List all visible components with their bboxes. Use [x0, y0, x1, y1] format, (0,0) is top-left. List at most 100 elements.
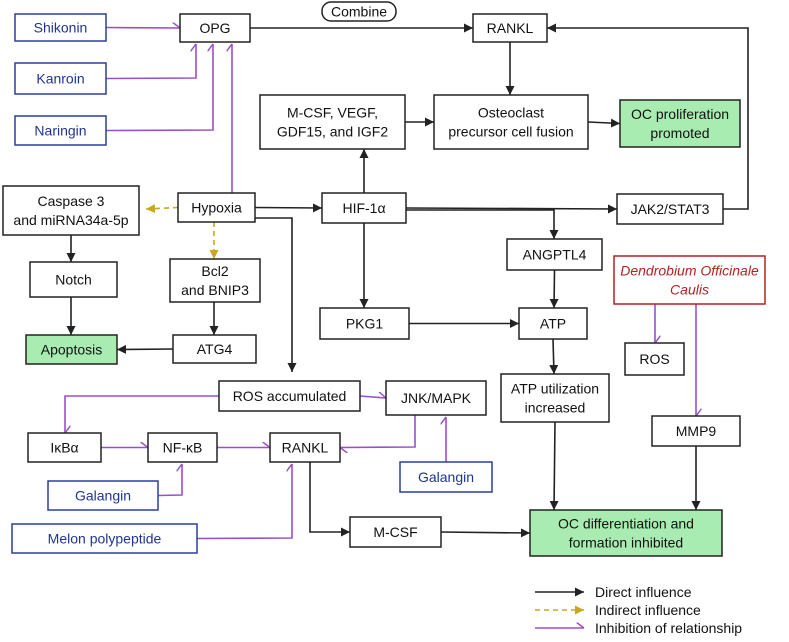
legend-direct-label: Direct influence	[595, 584, 692, 600]
node-label: OPG	[199, 20, 230, 36]
legend-inhibit-label: Inhibition of relationship	[595, 620, 742, 636]
node-box	[399, 461, 493, 493]
edge-angptl4-atp	[549, 269, 559, 309]
node-box	[14, 13, 107, 42]
node-label: OC differentiation and	[558, 516, 694, 532]
node-melon: Melon polypeptide	[11, 523, 198, 554]
node-label: Galangin	[75, 488, 131, 504]
node-box	[14, 115, 107, 146]
node-label: GDF15, and IGF2	[277, 124, 388, 140]
legend-direct: Direct influence	[535, 584, 692, 600]
edge-mcsf-ocdiff	[440, 528, 531, 538]
node-label: Bcl2	[201, 263, 228, 279]
node-galangin-right: Galangin	[399, 461, 493, 493]
edge-atg4-apoptosis	[116, 344, 174, 354]
edge-hif-angptl4	[406, 209, 559, 239]
legend-indirect-label: Indirect influence	[595, 602, 701, 618]
node-label: Caulis	[670, 282, 709, 298]
node-label: IκBα	[50, 440, 78, 456]
node-atg4: ATG4	[172, 334, 257, 364]
node-label: Dendrobium Officinale	[620, 263, 759, 279]
edge-atp-atputil	[549, 338, 559, 375]
edge-ros-jnk	[359, 396, 386, 399]
node-label: M-CSF	[373, 524, 417, 540]
node-apoptosis: Apoptosis	[25, 334, 118, 365]
node-label: formation inhibited	[569, 535, 683, 551]
node-hypoxia: Hypoxia	[177, 192, 256, 223]
node-galangin-left: Galangin	[47, 480, 159, 511]
edge-kanroin-opg	[105, 44, 197, 80]
node-mcsf: M-CSF	[349, 516, 442, 548]
node-box	[2, 185, 140, 236]
edge-fusion-ocprolif	[587, 118, 621, 128]
node-label: M-CSF, VEGF,	[287, 105, 378, 121]
edge-hypoxia-ros	[255, 217, 297, 372]
node-combine: Combine	[321, 1, 397, 22]
node-label: PKG1	[346, 316, 384, 332]
node-label: Hypoxia	[191, 200, 242, 216]
edge-naringin-opg	[105, 44, 214, 132]
node-shikonin: Shikonin	[14, 13, 107, 42]
node-box	[529, 509, 723, 557]
node-box	[321, 192, 407, 224]
node-label: RANKL	[282, 440, 329, 456]
node-bcl2: Bcl2 and BNIP3	[169, 258, 261, 303]
node-label: Notch	[55, 272, 92, 288]
edge-ros-ikba	[64, 395, 219, 433]
node-label: Naringin	[34, 123, 86, 139]
node-label: and miRNA34a-5p	[13, 212, 128, 228]
node-label: JNK/MAPK	[401, 390, 472, 406]
node-label: Osteoclast	[478, 105, 544, 121]
edges	[64, 28, 749, 540]
node-box	[319, 307, 410, 340]
edge-galangin-nfkb	[157, 464, 183, 497]
node-box	[27, 432, 102, 463]
node-opg: OPG	[179, 13, 251, 43]
node-jak: JAK2/STAT3	[616, 193, 724, 225]
node-notch: Notch	[29, 261, 118, 298]
edge-hif-jak	[405, 204, 618, 214]
node-box	[259, 94, 406, 150]
edge-shikonin-opg	[105, 28, 180, 29]
node-label: JAK2/STAT3	[631, 201, 710, 217]
node-nfkb: NF-κB	[147, 432, 218, 463]
node-angptl4: ANGPTL4	[506, 238, 603, 271]
node-box	[169, 258, 261, 303]
node-label: HIF-1α	[342, 200, 385, 216]
node-label: Galangin	[418, 469, 474, 485]
node-box	[616, 193, 724, 225]
node-box	[218, 380, 361, 412]
node-box	[179, 13, 251, 43]
node-ros-small: ROS	[624, 342, 685, 376]
node-box	[472, 13, 548, 43]
node-box	[433, 94, 589, 150]
node-box	[147, 432, 218, 463]
node-label: Melon polypeptide	[48, 531, 162, 547]
node-box	[385, 380, 487, 416]
node-box	[14, 62, 107, 95]
node-label: Shikonin	[34, 20, 88, 36]
node-label: Kanroin	[36, 71, 84, 87]
node-label: RANKL	[487, 20, 534, 36]
node-label: promoted	[650, 125, 709, 141]
node-label: ATG4	[197, 341, 233, 357]
node-box	[269, 432, 341, 463]
node-kanroin: Kanroin	[14, 62, 107, 95]
node-label: ATP utilization	[511, 381, 599, 397]
node-box	[47, 480, 159, 511]
node-box	[613, 255, 766, 305]
edge-hypoxia-caspase	[145, 204, 179, 214]
node-rankl-top: RANKL	[472, 13, 548, 43]
node-label: NF-κB	[163, 440, 203, 456]
node-label: and BNIP3	[181, 282, 249, 298]
node-atp: ATP	[518, 307, 588, 340]
edge-atputil-ocdiff	[549, 421, 559, 511]
node-label: Apoptosis	[41, 342, 102, 358]
